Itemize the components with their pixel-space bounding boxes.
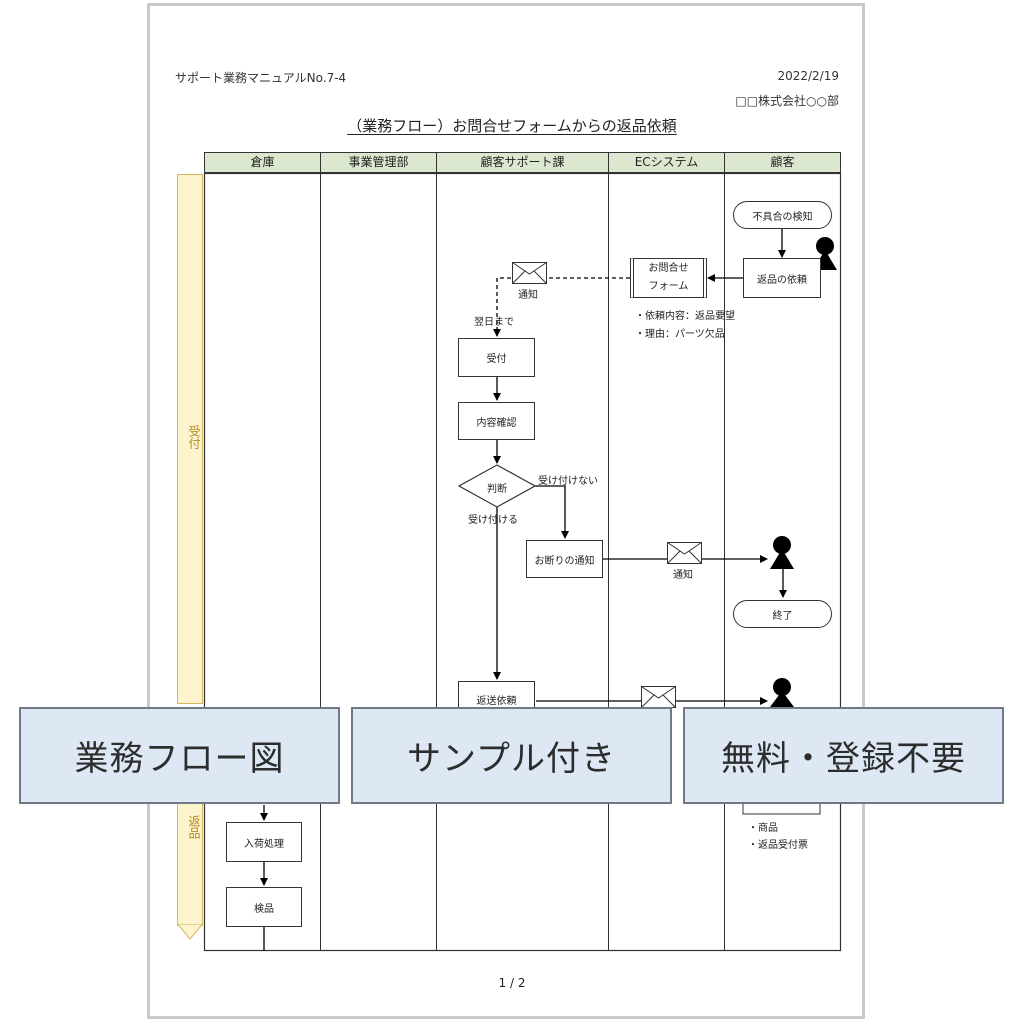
phase-reception-bar (177, 174, 203, 704)
company-name: □□株式会社○○部 (735, 94, 839, 108)
inquiry-form-line2: フォーム (648, 281, 689, 292)
node-defect-detect: 不具合の検知 (733, 201, 832, 229)
node-return-send-request: 返送依頼 (458, 681, 535, 707)
mail-envelope-icon (512, 262, 547, 284)
banner-with-samples: サンプル付き (351, 707, 672, 804)
node-refusal-notice: お断りの通知 (526, 540, 603, 578)
lane-header-business-dept: 事業管理部 (320, 152, 437, 173)
branch-not-accept-label: 受け付けない (538, 476, 598, 487)
document-date: 2022/2/19 (777, 69, 839, 83)
node-inspection: 検品 (226, 887, 302, 927)
banner-free-no-registration: 無料・登録不要 (683, 707, 1004, 804)
node-reception: 受付 (458, 338, 535, 377)
node-arrival-processing: 入荷処理 (226, 822, 302, 862)
phase-return-bar (177, 804, 203, 926)
manual-number: サポート業務マニュアルNo.7-4 (175, 71, 347, 85)
form-detail-reason: ・理由：パーツ欠品 (635, 329, 725, 340)
node-decision-label: 判断 (487, 484, 507, 495)
lane-header-warehouse: 倉庫 (204, 152, 321, 173)
mail-envelope-icon (667, 542, 702, 564)
lane-header-ec-system: ECシステム (608, 152, 725, 173)
phase-return-arrowhead (177, 924, 203, 940)
item-goods-label: ・商品 (748, 823, 778, 834)
decision-diamond (457, 464, 537, 508)
node-return-request: 返品の依頼 (743, 258, 821, 298)
banner-flow-diagram: 業務フロー図 (19, 707, 340, 804)
page-number: 1 / 2 (498, 976, 526, 990)
lane-header-customer: 顧客 (724, 152, 841, 173)
phase-return-label: 返品 (187, 815, 201, 839)
notify-label: 通知 (673, 570, 693, 581)
branch-accept-label: 受け付ける (468, 515, 518, 526)
node-inquiry-form: お問合せ フォーム (630, 258, 707, 298)
person-icon (770, 536, 794, 569)
node-content-check: 内容確認 (458, 402, 535, 440)
phase-reception-label: 受付 (187, 425, 201, 449)
notify-label: 通知 (518, 290, 538, 301)
node-end: 終了 (733, 600, 832, 628)
form-detail-request: ・依頼内容：返品要望 (635, 311, 735, 322)
inquiry-form-line1: お問合せ (648, 263, 689, 274)
person-icon (770, 678, 794, 707)
deadline-label: 翌日まで (474, 317, 514, 328)
mail-envelope-icon (641, 686, 676, 708)
item-receipt-label: ・返品受付票 (748, 840, 808, 851)
flow-title: （業務フロー）お問合せフォームからの返品依頼 (347, 117, 677, 135)
lane-header-support: 顧客サポート課 (436, 152, 609, 173)
